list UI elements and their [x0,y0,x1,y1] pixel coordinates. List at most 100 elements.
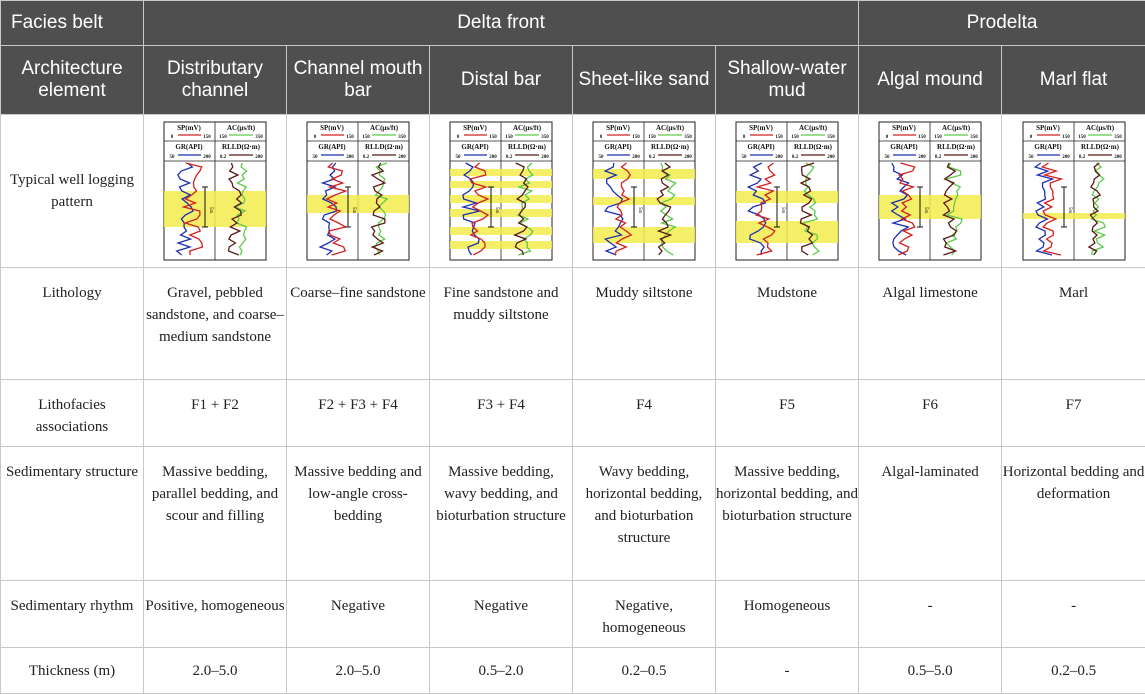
gr-label: GR(API) [747,143,775,151]
element-header: Distal bar [429,45,573,115]
sand-interval-highlight [307,195,409,213]
rlld-curve [799,162,815,256]
scale-label: 5m [494,207,499,214]
element-header: Algal mound [858,45,1003,115]
sand-interval-highlight [450,195,552,203]
ac-min: 150 [505,135,513,140]
sand-interval-highlight [450,241,552,249]
sp-curve [754,162,776,256]
rlld-label: RLLD(Ω·m) [222,143,261,151]
gr-label: GR(API) [461,143,489,151]
gr-label: GR(API) [318,143,346,151]
scale-label: 5m [208,207,213,214]
sp-min: 0 [1029,135,1032,140]
sp-curve [614,162,633,256]
sp-max: 150 [632,135,640,140]
rlld-curve [512,162,529,256]
row-label-lithology: Lithology [0,267,144,380]
lithofacies-cell: F2 + F3 + F4 [286,379,430,447]
row-label-well-logging: Typical well logging pattern [0,114,144,268]
structure-cell: Algal-laminated [858,446,1003,581]
element-header: Sheet-like sand [572,45,716,115]
rlld-max: 200 [255,155,263,160]
gr-max: 200 [1062,155,1070,160]
ac-max: 350 [398,135,406,140]
scale-label: 5m [923,207,928,214]
rlld-curve [1087,162,1101,256]
gr-min: 50 [456,155,462,160]
sp-curve [1040,162,1064,256]
row-label-rhythm: Sedimentary rhythm [0,580,144,648]
rhythm-cell: Positive, homogeneous [143,580,287,648]
sand-interval-highlight [450,209,552,217]
ac-label: AC(μs/ft) [227,124,256,132]
ac-label: AC(μs/ft) [370,124,399,132]
sp-curve [468,162,490,256]
row-label-thickness: Thickness (m) [0,647,144,694]
rlld-max: 200 [1114,155,1122,160]
gr-min: 50 [599,155,605,160]
lithology-cell: Fine sandstone and muddy siltstone [429,267,573,380]
row-label-lithofacies: Lithofacies associations [0,379,144,447]
ac-label: AC(μs/ft) [513,124,542,132]
ac-max: 350 [970,135,978,140]
sand-interval-highlight [736,191,839,203]
sand-interval-highlight [879,195,982,219]
scale-label: 5m [1067,207,1072,214]
sp-max: 150 [489,135,497,140]
sp-label: SP(mV) [320,124,344,132]
structure-cell: Horizontal bedding and deformation [1001,446,1145,581]
rlld-max: 200 [398,155,406,160]
lithology-cell: Coarse–fine sandstone [286,267,430,380]
ac-max: 350 [1114,135,1122,140]
rhythm-cell: Negative, homogeneous [572,580,716,648]
prodelta-header: Prodelta [858,0,1145,46]
gr-min: 50 [313,155,319,160]
sand-interval-highlight [450,169,552,176]
ac-label: AC(μs/ft) [1086,124,1115,132]
ac-curve [659,162,677,256]
sp-curve [898,162,916,256]
element-header: Marl flat [1001,45,1145,115]
gr-max: 200 [489,155,497,160]
ac-max: 350 [255,135,263,140]
sp-max: 150 [203,135,211,140]
sand-interval-highlight [593,197,695,205]
structure-cell: Wavy bedding, horizontal bedding, and bi… [572,446,716,581]
ac-label: AC(μs/ft) [799,124,828,132]
rlld-min: 0.2 [649,155,656,160]
sp-label: SP(mV) [606,124,630,132]
rhythm-cell: Negative [429,580,573,648]
thickness-cell: 0.2–0.5 [1001,647,1145,694]
gr-label: GR(API) [1034,143,1062,151]
rlld-min: 0.2 [220,155,227,160]
lithology-cell: Algal limestone [858,267,1003,380]
rhythm-cell: - [1001,580,1145,648]
rlld-min: 0.2 [935,155,942,160]
gr-max: 200 [918,155,926,160]
ac-max: 350 [541,135,549,140]
sp-label: SP(mV) [892,124,916,132]
rhythm-cell: Homogeneous [714,580,860,648]
sand-interval-highlight [450,181,552,188]
rlld-label: RLLD(Ω·m) [794,143,833,151]
element-header: Channel mouth bar [286,45,430,115]
sp-max: 150 [918,135,926,140]
lithology-cell: Muddy siltstone [572,267,716,380]
gr-max: 200 [346,155,354,160]
architecture-element-header: Architecture element [0,45,144,115]
rlld-max: 200 [970,155,978,160]
thickness-cell: - [714,647,860,694]
rlld-min: 0.2 [792,155,799,160]
sp-max: 150 [775,135,783,140]
delta-front-header: Delta front [142,0,860,46]
